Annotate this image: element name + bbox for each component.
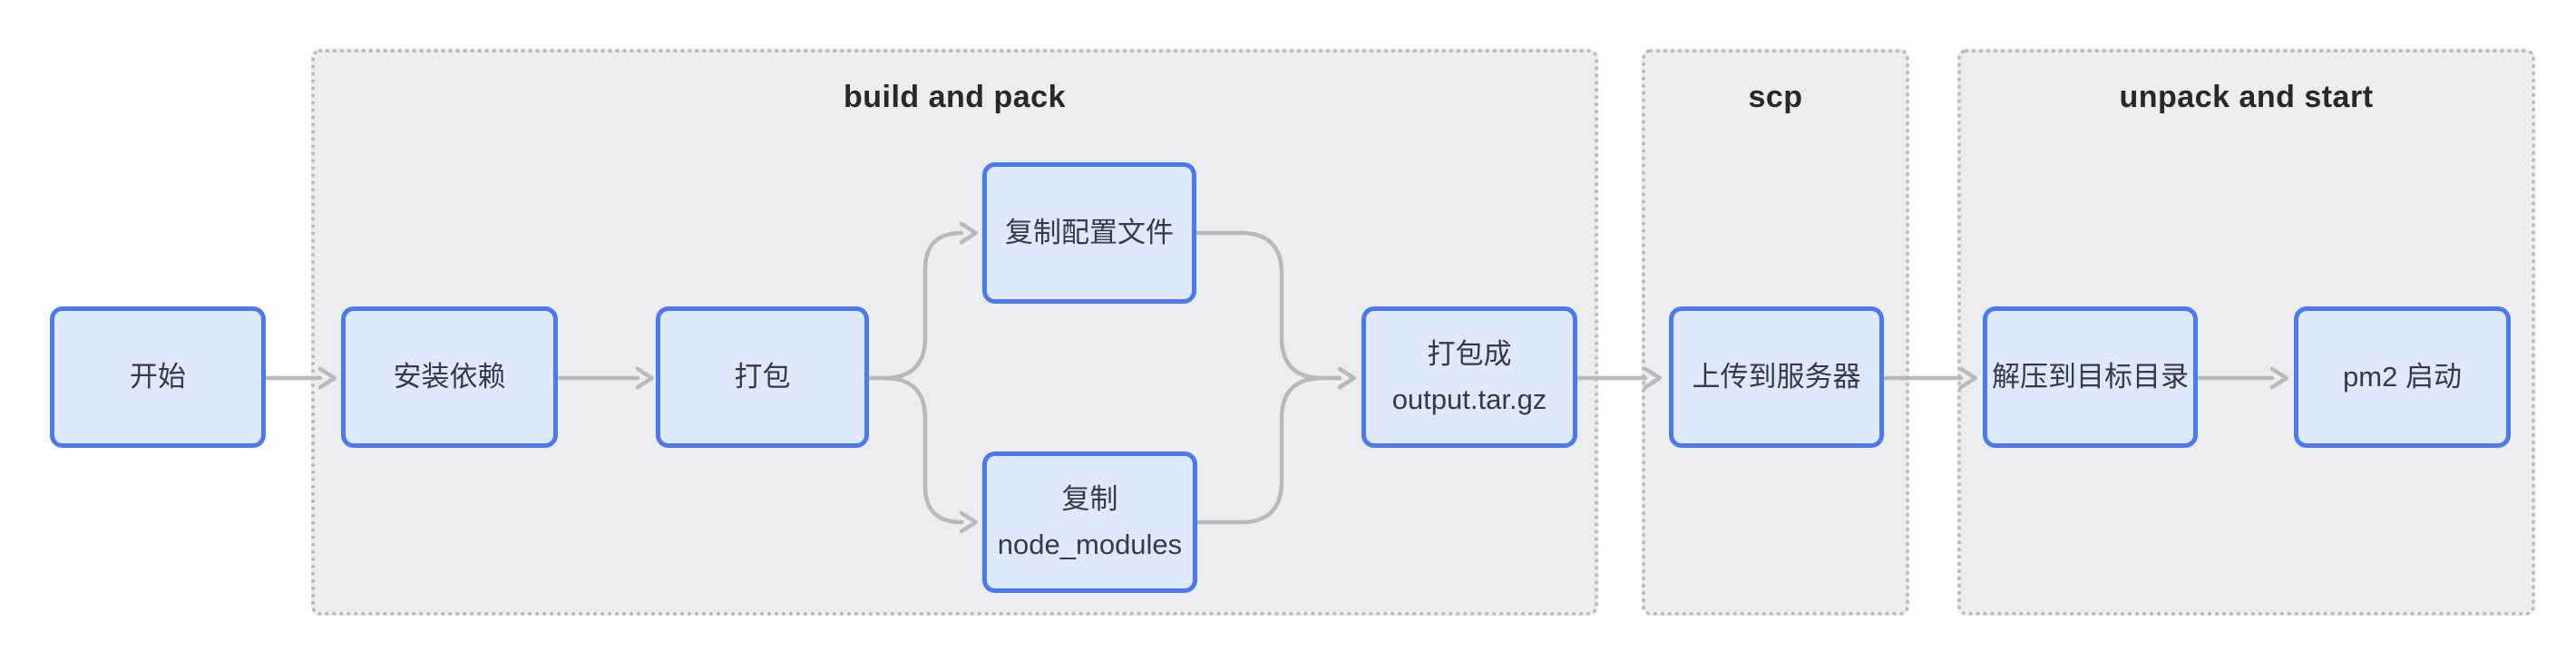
node-pm2-start-label: pm2 启动 — [2343, 361, 2462, 393]
edge-pack-to-copy-config — [866, 221, 978, 381]
edge-copy-node-modules-to-pack-output — [1195, 366, 1356, 525]
node-pack-label: 打包 — [734, 361, 791, 393]
node-install-deps-label: 安装依赖 — [393, 361, 506, 393]
node-extract-target-label: 解压到目标目录 — [1992, 361, 2189, 393]
edge-copy-config-to-pack-output — [1194, 230, 1356, 390]
node-pack: 打包 — [656, 306, 869, 448]
subgraph-title-scp: scp — [1748, 80, 1803, 114]
node-copy-config-label: 复制配置文件 — [1005, 217, 1174, 248]
subgraph-title-build-and-pack: build and pack — [843, 80, 1067, 114]
node-pm2-start: pm2 启动 — [2294, 306, 2511, 448]
node-pack-output-label-line1: 打包成 — [1427, 338, 1512, 370]
subgraph-title-unpack-and-start: unpack and start — [2119, 80, 2374, 114]
node-pack-output-label-line2: output.tar.gz — [1391, 383, 1547, 415]
node-pack-output: 打包成 output.tar.gz — [1361, 306, 1577, 448]
node-install-deps: 安装依赖 — [341, 306, 558, 448]
node-copy-node-modules-label-line2: node_modules — [997, 529, 1183, 560]
node-upload-server: 上传到服务器 — [1669, 306, 1884, 448]
node-start: 开始 — [50, 306, 266, 448]
node-start-label: 开始 — [130, 361, 186, 393]
node-upload-server-label: 上传到服务器 — [1692, 361, 1861, 393]
node-copy-node-modules-label-line1: 复制 — [1061, 483, 1118, 515]
node-copy-node-modules: 复制 node_modules — [982, 451, 1197, 593]
edge-pack-to-copy-node-modules — [866, 375, 978, 534]
node-extract-target: 解压到目标目录 — [1983, 306, 2198, 448]
node-copy-config: 复制配置文件 — [982, 162, 1196, 304]
